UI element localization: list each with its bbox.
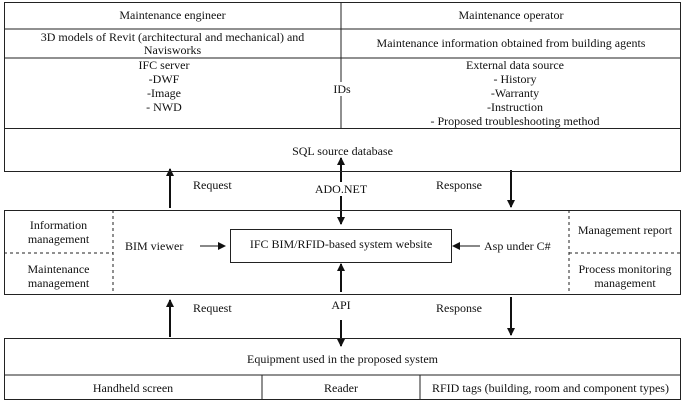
lower-request-label: Request [193,301,232,315]
ids-label: IDs [322,82,362,96]
ifc-server-image: -Image [147,86,181,100]
ifc-server-nwd: - NWD [146,100,182,114]
ifc-server-title: IFC server [138,58,190,72]
bim-viewer-label: BIM viewer [125,239,184,253]
website-label: IFC BIM/RFID-based system website [249,237,433,251]
operator-header: Maintenance operator [458,8,564,22]
sql-db-label: SQL source database [292,144,393,158]
information-management-line1: Information [29,218,88,232]
external-source-troubleshooting: - Proposed troubleshooting method [430,114,600,128]
lower-response-label: Response [436,301,482,315]
upper-request-label: Request [193,178,232,192]
equipment-label: Equipment used in the proposed system [247,352,438,366]
engineer-models-line2: Navisworks [143,43,202,57]
upper-response-label: Response [436,178,482,192]
ifc-server-dwf: -DWF [148,72,180,86]
reader-label: Reader [324,381,358,395]
operator-info: Maintenance information obtained from bu… [376,36,646,50]
external-source-instruction: -Instruction [487,100,543,114]
maintenance-management-line1: Maintenance [27,262,90,276]
engineer-header: Maintenance engineer [119,8,226,22]
ado-net-label: ADO.NET [314,182,368,196]
middle-panel [4,210,681,295]
management-report-label: Management report [577,223,673,237]
engineer-models-line1: 3D models of Revit (architectural and me… [40,30,305,44]
external-source-title: External data source [466,58,564,72]
external-source-history: - History [493,72,537,86]
process-monitoring-line2: management [594,276,656,290]
information-management-line2: management [27,232,90,246]
api-label: API [316,298,366,312]
asp-label: Asp under C# [484,239,551,253]
handheld-screen-label: Handheld screen [92,381,174,395]
bottom-panel [4,338,681,400]
website-box [230,229,452,263]
external-source-warranty: -Warranty [490,86,540,100]
rfid-tags-label: RFID tags (building, room and component … [432,381,669,395]
maintenance-management-line2: management [27,276,90,290]
sql-db-panel [4,128,681,172]
process-monitoring-line1: Process monitoring [578,262,672,276]
